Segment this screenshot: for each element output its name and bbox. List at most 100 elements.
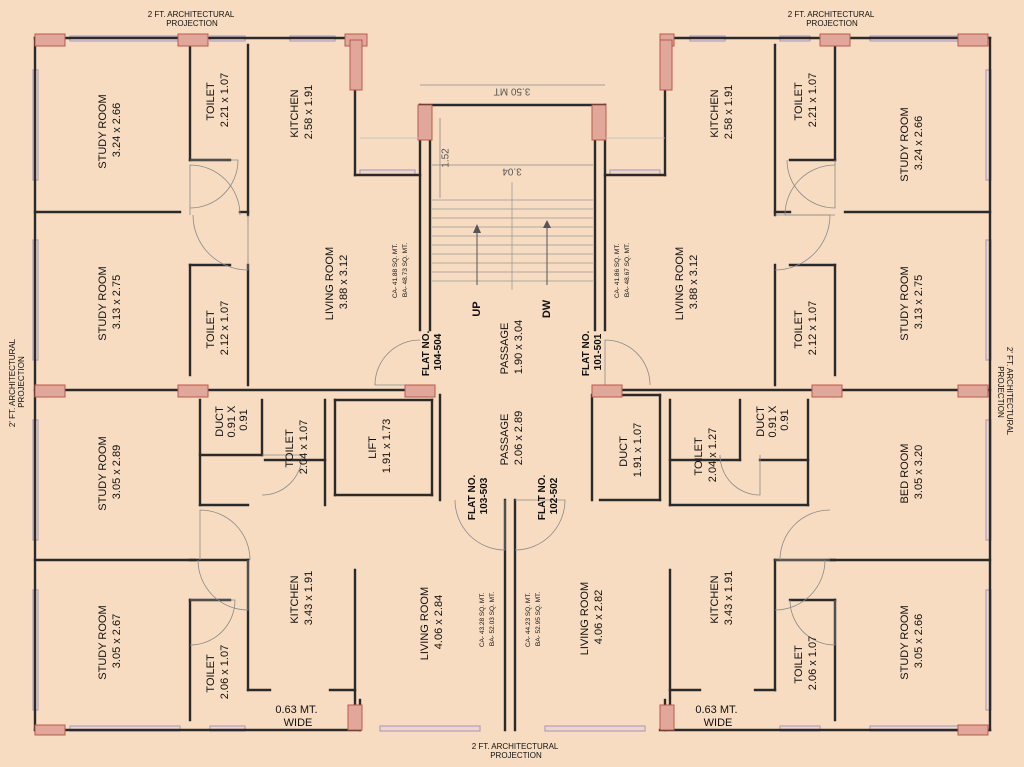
structural-column xyxy=(177,384,209,398)
structural-column xyxy=(591,384,623,398)
room-name: TOILET xyxy=(205,82,217,121)
room-size: 3.05 x 3.20 xyxy=(913,445,925,499)
room-name: LIFT xyxy=(367,436,379,459)
projection-note-right: 2' FT. ARCHITECTURAL PROJECTION xyxy=(997,347,1015,437)
room-size: 3.88 x 3.12 xyxy=(338,255,350,309)
room-size: 2.12 x 1.07 xyxy=(807,301,819,355)
projection-note-bottom: 2 FT. ARCHITECTURAL PROJECTION xyxy=(472,742,561,760)
room-label-living-bottom-left: LIVING ROOM 4.06 x 2.84 xyxy=(419,584,445,660)
flat-number-101-501: FLAT NO. 101-501 xyxy=(581,328,604,376)
projection-line: 2 FT. ARCHITECTURAL xyxy=(148,10,235,19)
built-area: BA- 48.67 SQ. MT. xyxy=(624,243,631,297)
room-name: LIVING ROOM xyxy=(324,247,336,320)
room-size: 3.43 x 1.91 xyxy=(303,571,315,625)
room-name: STUDY ROOM xyxy=(899,266,911,340)
room-size: 3.05 x 2.89 xyxy=(111,445,123,499)
flat-code: 101-501 xyxy=(593,333,604,370)
room-size: 2.58 x 1.91 xyxy=(723,85,735,139)
projection-note-left: 2' FT. ARCHITECTURAL PROJECTION xyxy=(8,337,26,427)
door-swing xyxy=(199,509,251,561)
projection-line: PROJECTION xyxy=(490,751,542,760)
projection-line: PROJECTION xyxy=(997,366,1006,418)
window xyxy=(379,725,481,732)
door-swing xyxy=(789,599,836,646)
carpet-area: CA- 41.88 SQ. MT. xyxy=(392,243,399,298)
room-label-study-top-left: STUDY ROOM 3.24 x 2.66 xyxy=(97,91,123,168)
room-size: 0.91 X xyxy=(226,405,238,437)
room-name: TOILET xyxy=(284,429,296,468)
room-size: 3.05 x 2.67 xyxy=(111,614,123,668)
window xyxy=(544,725,646,732)
room-size: 1.91 x 1.73 xyxy=(381,419,393,473)
projection-note-top-right: 2 FT. ARCHITECTURAL PROJECTION xyxy=(788,10,877,28)
structural-column xyxy=(819,33,851,47)
opening-size: 0.63 MT. xyxy=(275,704,317,716)
projection-line: 2' FT. ARCHITECTURAL xyxy=(8,338,17,427)
projection-line: PROJECTION xyxy=(17,356,26,408)
area-note-104-504: CA- 41.88 SQ. MT. BA- 48.73 SQ. MT. xyxy=(392,242,409,298)
room-size: 2.21 x 1.07 xyxy=(807,73,819,127)
room-size: 3.05 x 2.66 xyxy=(913,614,925,668)
room-name: BED ROOM xyxy=(899,444,911,504)
door-swing xyxy=(514,499,566,551)
structural-column xyxy=(404,384,436,398)
room-name: STUDY ROOM xyxy=(97,605,109,679)
projection-line: 2' FT. ARCHITECTURAL xyxy=(1006,347,1015,436)
room-name: TOILET xyxy=(793,310,805,349)
room-size: 2.06 x 2.89 xyxy=(513,411,525,465)
room-name: LIVING ROOM xyxy=(579,582,591,655)
room-name: STUDY ROOM xyxy=(899,605,911,679)
carpet-area: CA- 41.86 SQ. MT. xyxy=(614,243,621,298)
room-size: 0.91 xyxy=(238,409,250,430)
room-label-duct-right: DUCT 0.91 X 0.91 xyxy=(755,403,791,438)
room-size: 3.24 x 2.66 xyxy=(111,103,123,157)
room-name: LIVING ROOM xyxy=(419,587,431,660)
structural-column xyxy=(347,704,363,731)
room-label-passage-lower: PASSAGE 2.06 x 2.89 xyxy=(499,411,525,466)
flat-code: 102-502 xyxy=(549,477,560,514)
flat-number-102-502: FLAT NO. 102-502 xyxy=(537,472,560,520)
built-area: BA- 52.95 SQ. MT. xyxy=(535,592,542,646)
room-name: DUCT xyxy=(755,406,767,437)
room-name: PASSAGE xyxy=(499,414,511,466)
room-size: 2.58 x 1.91 xyxy=(303,85,315,139)
room-name: DUCT xyxy=(214,406,226,437)
room-size: 1.90 x 3.04 xyxy=(513,320,525,374)
room-label-study-bottom-right: STUDY ROOM 3.05 x 2.66 xyxy=(899,602,925,679)
room-size: 1.91 x 1.07 xyxy=(632,423,644,477)
door-swing xyxy=(774,559,826,611)
area-note-102-502: CA- 44.23 SQ. MT. BA- 52.95 SQ. MT. xyxy=(525,591,542,647)
room-label-kitchen-bottom-right: KITCHEN 3.43 x 1.91 xyxy=(709,571,735,625)
door-swing xyxy=(197,559,249,611)
room-size: 2.04 x 1.07 xyxy=(298,420,310,474)
opening-caption: WIDE xyxy=(704,717,733,729)
door-swing xyxy=(454,499,506,551)
room-name: TOILET xyxy=(793,82,805,121)
room-name: TOILET xyxy=(693,437,705,476)
stair-down-arrowhead xyxy=(543,220,551,228)
structural-column xyxy=(957,384,989,398)
room-label-kitchen-bottom-left: KITCHEN 3.43 x 1.91 xyxy=(289,571,315,625)
projection-line: PROJECTION xyxy=(166,19,218,28)
room-size: 4.06 x 2.82 xyxy=(593,590,605,644)
room-name: TOILET xyxy=(205,654,217,693)
room-label-passage-upper: PASSAGE 1.90 x 3.04 xyxy=(499,320,525,375)
room-label-study-mid-left: STUDY ROOM 3.13 x 2.75 xyxy=(97,263,123,340)
stair-height-dimension: 1.52 xyxy=(441,148,452,168)
door-swing xyxy=(719,454,761,496)
structural-column xyxy=(34,384,66,398)
projection-line: PROJECTION xyxy=(806,19,858,28)
room-name: LIVING ROOM xyxy=(674,247,686,320)
flat-number-103-503: FLAT NO. 103-503 xyxy=(467,472,490,520)
room-label-kitchen-top-right: KITCHEN 2.58 x 1.91 xyxy=(709,85,735,139)
built-area: BA- 48.73 SQ. MT. xyxy=(402,243,409,297)
flat-code: 104-504 xyxy=(433,333,444,370)
room-name: KITCHEN xyxy=(289,575,301,623)
stair-down-label: DW xyxy=(541,299,553,318)
room-size: 0.91 X xyxy=(767,405,779,437)
room-size: 0.91 xyxy=(779,409,791,430)
structural-column xyxy=(349,39,363,91)
room-name: TOILET xyxy=(205,310,217,349)
